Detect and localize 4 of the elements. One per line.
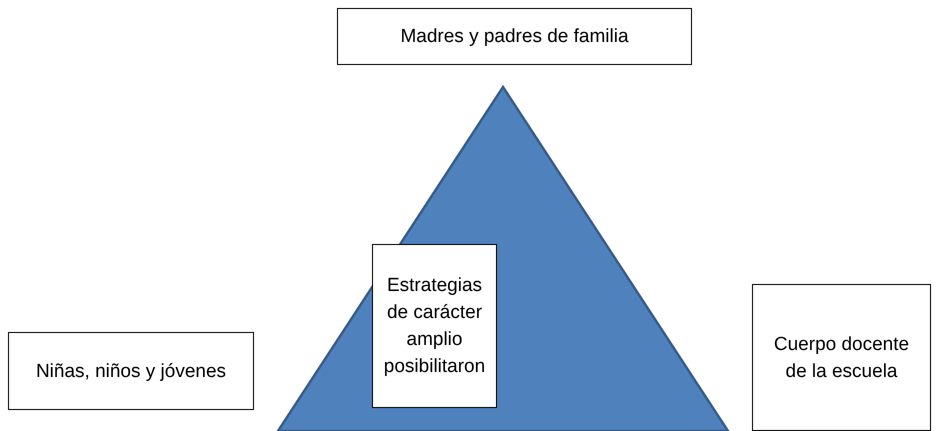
text-box: Cuerpo docente de la escuela [752, 284, 931, 431]
text-box: Madres y padres de familia [337, 8, 692, 65]
text-box: Niñas, niños y jóvenes [8, 332, 254, 410]
text-box: Estrategias de carácter amplio posibilitaron [372, 244, 497, 408]
